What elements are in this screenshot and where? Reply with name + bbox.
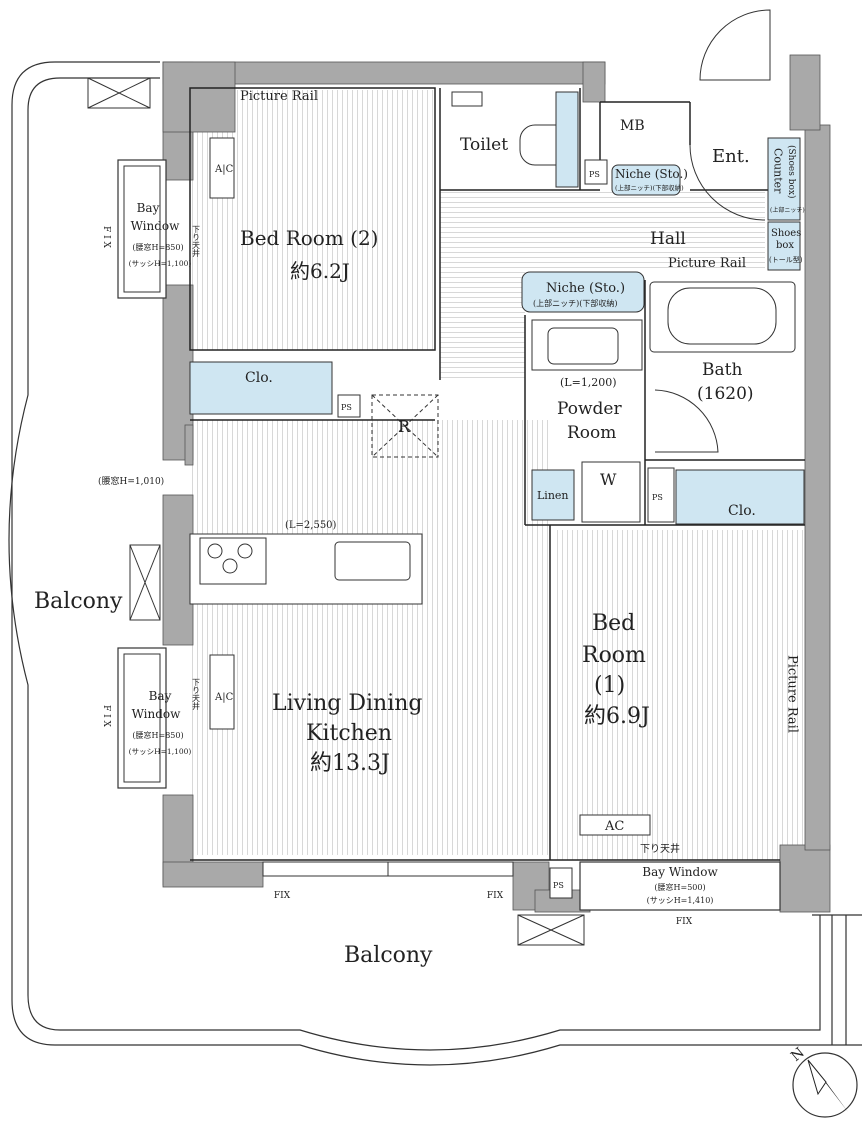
balcony-south-label: Balcony	[344, 943, 433, 968]
bay-bottom-line2: (腰窓H=500)	[654, 882, 705, 892]
bath-size: (1620)	[697, 384, 754, 404]
entrance-label: Ent.	[712, 146, 750, 167]
bedroom1-line1: Bed	[592, 611, 635, 636]
ldk: Living Dining Kitchen 約13.3J A|C 下り天井 (腰…	[98, 475, 423, 776]
bedroom2-name: Bed Room (2)	[240, 226, 379, 250]
ac-unit-bed2	[209, 137, 235, 199]
bedroom1: Bed Room (1) 約6.9J Picture Rail AC 下り天井 …	[549, 611, 800, 899]
balcony-outline	[8, 61, 862, 1066]
powder-line2: Room	[567, 423, 616, 443]
bay-top-line1: Bay	[137, 201, 160, 215]
shoes-box	[767, 221, 801, 271]
ac-bed2-label: A|C	[214, 164, 234, 175]
bay-mid-line1: Bay	[149, 689, 172, 703]
ac-bed1-label: AC	[604, 819, 624, 834]
counter-line1: Counter	[772, 148, 785, 194]
bay-mid-line2: Window	[132, 707, 182, 721]
picture-rail-bed1-label: Picture Rail	[785, 655, 800, 733]
bay-bottom-line3: (サッシH=1,410)	[647, 896, 714, 905]
bay-bottom-line1: Bay Window	[642, 865, 718, 879]
entrance-area: MB Ent. Counter (Shoes box) (上部ニッチ) Shoe…	[620, 9, 805, 271]
lowered-ceiling-ldk: 下り天井	[192, 678, 201, 711]
fix-side-mid: F I X	[101, 705, 111, 728]
hall-label: Hall	[650, 229, 686, 249]
counter-line2: (Shoes box)	[786, 145, 797, 198]
ps-bed1-label: PS	[553, 881, 564, 890]
powder-line1: Powder	[557, 399, 622, 419]
linen-label: Linen	[537, 489, 569, 502]
washer-label: W	[600, 470, 617, 489]
fix-ldk-left: FIX	[274, 891, 291, 901]
bedroom1-line2: Room	[582, 643, 646, 668]
fix-ldk-right: FIX	[487, 891, 504, 901]
mb-label: MB	[620, 118, 645, 134]
bedroom1-line3: (1)	[594, 673, 625, 698]
bay-window-top: Bay Window (腰窓H=850) (サッシH=1,100) F I X	[101, 159, 192, 299]
ps-toilet-label: PS	[589, 170, 600, 179]
kitchen-length: (L=2,550)	[285, 520, 337, 531]
bay-top-line3: (腰窓H=850)	[132, 242, 183, 252]
hall: Niche (Sto.) (上部ニッチ)(下部収納) Hall Picture …	[371, 164, 746, 458]
fix-bottom-label: FIX	[676, 917, 693, 927]
counter-shoes-box	[767, 137, 801, 221]
bedroom2: Picture Rail Bed Room (2) 約6.2J A|C 下り天井…	[189, 89, 379, 418]
ldk-line1: Living Dining	[272, 691, 423, 716]
bay-window-bottom: Bay Window (腰窓H=500) (サッシH=1,410) FIX	[579, 861, 781, 927]
compass-circle	[792, 1052, 858, 1118]
refrigerator-label: R	[398, 417, 411, 436]
lowered-ceiling-bed2: 下り天井	[192, 225, 201, 258]
shoes-line2: box	[776, 240, 794, 251]
bedroom1-size: 約6.9J	[584, 704, 650, 729]
shoes-line1: Shoes	[771, 228, 801, 239]
niche-top-label: Niche (Sto.)	[615, 167, 688, 181]
bedroom2-size: 約6.2J	[290, 259, 350, 283]
ps-shaft-bed2	[337, 394, 361, 418]
ac-unit-ldk	[209, 654, 235, 730]
toilet-room: Toilet PS	[451, 91, 608, 188]
floor-hatching	[190, 90, 805, 860]
closet-bed1	[675, 469, 805, 525]
toilet-label: Toilet	[460, 135, 508, 155]
powder-bath: (L=1,200) Powder Room Linen W Bath (1620…	[531, 281, 805, 525]
bay-window-mid: Bay Window (腰窓H=850) (サッシH=1,100) F I X	[101, 647, 192, 789]
ldk-south-window: FIX FIX	[262, 861, 514, 901]
exterior-walls	[162, 54, 831, 913]
waist-window-ldk: (腰窓H=1,010)	[98, 475, 164, 487]
compass: N	[788, 1045, 858, 1118]
bath-label: Bath	[702, 360, 742, 380]
shoes-sub: (トール型)	[769, 255, 803, 264]
ps-bed2-label: PS	[341, 403, 352, 412]
fix-side-top: F I X	[101, 226, 111, 249]
niche-mid-sub: (上部ニッチ)(下部収納)	[533, 298, 617, 308]
closet-bed2-label: Clo.	[245, 370, 273, 386]
niche-top-sub: (上部ニッチ)(下部収納)	[615, 183, 684, 192]
ps-powder-label: PS	[652, 493, 663, 502]
bay-mid-line3: (腰窓H=850)	[132, 730, 183, 740]
bay-top-line2: Window	[131, 219, 181, 233]
ldk-size: 約13.3J	[310, 751, 390, 776]
compass-n-label: N	[788, 1045, 808, 1065]
counter-sub: (上部ニッチ)	[770, 206, 805, 214]
interior-walls	[189, 87, 805, 861]
bay-top-line4: (サッシH=1,100)	[129, 259, 192, 268]
outdoor-units	[87, 77, 585, 946]
bay-mid-line4: (サッシH=1,100)	[129, 747, 192, 756]
picture-rail-hall-label: Picture Rail	[668, 256, 746, 271]
closet-bed2	[189, 361, 333, 415]
picture-rail-top-label: Picture Rail	[240, 89, 318, 104]
ac-ldk-label: A|C	[214, 692, 234, 703]
vanity-length: (L=1,200)	[560, 376, 617, 389]
kitchen-counter: (L=2,550)	[189, 520, 423, 605]
washer-pan	[581, 461, 641, 523]
closet-bed1-label: Clo.	[728, 503, 756, 519]
niche-mid-label: Niche (Sto.)	[546, 281, 625, 296]
linen-cupboard	[531, 469, 575, 521]
balcony-west-label: Balcony	[34, 589, 123, 614]
ldk-line2: Kitchen	[306, 721, 392, 746]
lowered-ceiling-bed1: 下り天井	[640, 842, 680, 855]
